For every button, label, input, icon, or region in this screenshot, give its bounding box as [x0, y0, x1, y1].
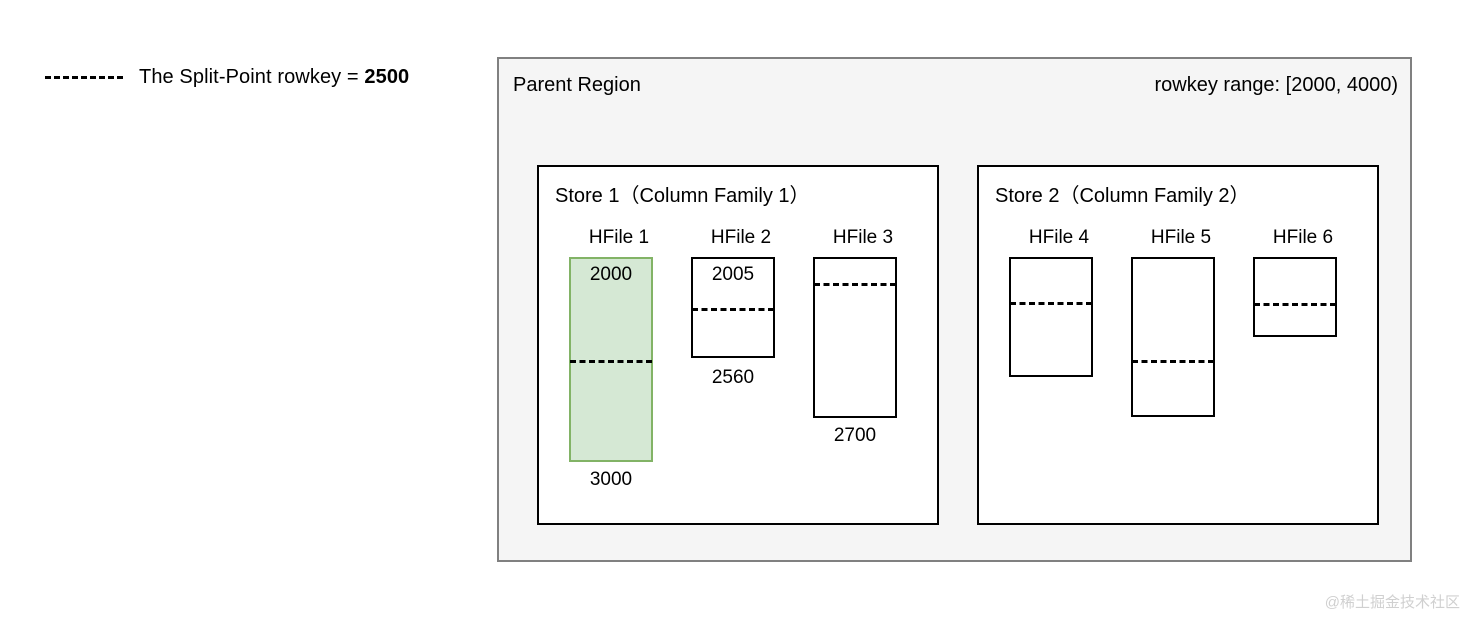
hfile-2-end-key: 2560 [711, 367, 755, 388]
hfile-3-end-key: 2700 [833, 425, 877, 446]
legend-text-prefix: The Split-Point rowkey = [139, 66, 365, 88]
legend-label: The Split-Point rowkey = 2500 [139, 66, 409, 89]
dashed-line-icon [45, 76, 123, 79]
watermark: @稀土掘金技术社区 [1324, 594, 1460, 611]
hfile-4-box [1009, 257, 1093, 377]
hfile-6-split-line [1254, 303, 1336, 307]
hfile-2-start-key: 2005 [711, 264, 755, 285]
hfile-5-label: HFile 5 [1150, 227, 1212, 248]
parent-region-rowkey-range: rowkey range: [2000, 4000) [1154, 74, 1399, 96]
store-1-title: Store 1（Column Family 1） [555, 185, 810, 207]
hfile-2-split-line [692, 307, 774, 311]
hfile-3-label: HFile 3 [832, 227, 894, 248]
hfile-1-end-key: 3000 [589, 469, 633, 490]
hfile-5-split-line [1132, 360, 1214, 364]
hfile-3-split-line [814, 282, 896, 286]
store-box-1: Store 1（Column Family 1） HFile 1 2000 30… [537, 165, 939, 525]
split-point-legend: The Split-Point rowkey = 2500 [45, 66, 409, 89]
store-box-2: Store 2（Column Family 2） HFile 4 HFile 5… [977, 165, 1379, 525]
hfile-6-box [1253, 257, 1337, 337]
legend-split-point-value: 2500 [364, 66, 410, 88]
store-2-title: Store 2（Column Family 2） [995, 185, 1250, 207]
hfile-4-label: HFile 4 [1028, 227, 1090, 248]
hfile-1-box: 2000 [569, 257, 653, 462]
hfile-4-split-line [1010, 301, 1092, 305]
hfile-2-box: 2005 [691, 257, 775, 358]
hfile-3-box [813, 257, 897, 418]
parent-region-container: Parent Region rowkey range: [2000, 4000)… [497, 57, 1412, 562]
parent-region-title: Parent Region [513, 74, 641, 96]
hfile-6-label: HFile 6 [1272, 227, 1334, 248]
hfile-1-split-line [570, 359, 652, 363]
hfile-1-label: HFile 1 [588, 227, 650, 248]
hfile-2-label: HFile 2 [710, 227, 772, 248]
hfile-1-start-key: 2000 [589, 264, 633, 285]
hfile-5-box [1131, 257, 1215, 417]
